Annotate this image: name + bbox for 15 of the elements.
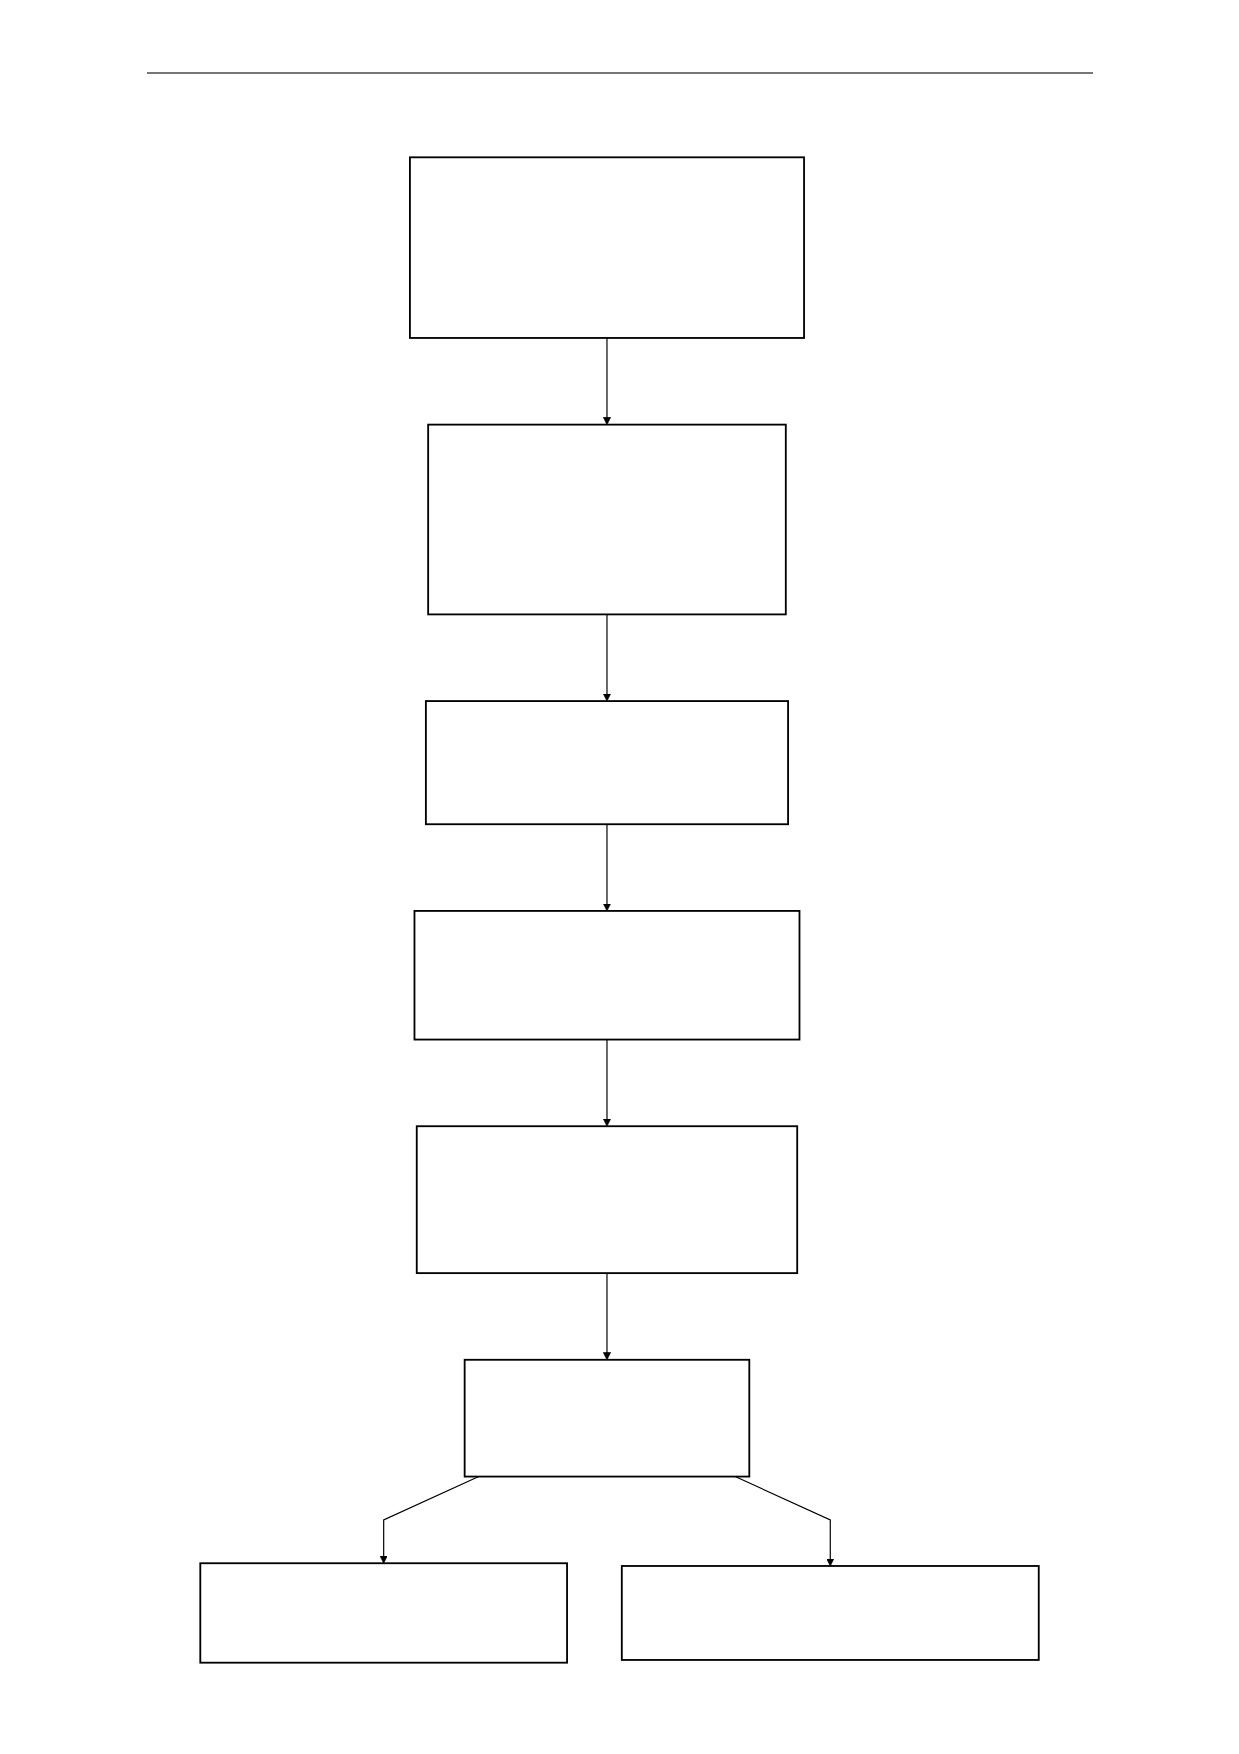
- process-box: [425, 700, 790, 826]
- arrow: [603, 1038, 612, 1127]
- arrow: [735, 1475, 835, 1567]
- process-box: [427, 423, 788, 616]
- process-box: [621, 1565, 1041, 1661]
- process-box: [416, 1125, 799, 1275]
- arrow: [603, 613, 612, 702]
- process-box: [199, 1562, 569, 1664]
- process-box: [414, 910, 801, 1041]
- arrow: [603, 823, 612, 912]
- arrow: [603, 337, 612, 425]
- process-box: [464, 1358, 751, 1478]
- arrow: [603, 1272, 612, 1361]
- arrow: [380, 1475, 480, 1564]
- process-box: [409, 156, 806, 339]
